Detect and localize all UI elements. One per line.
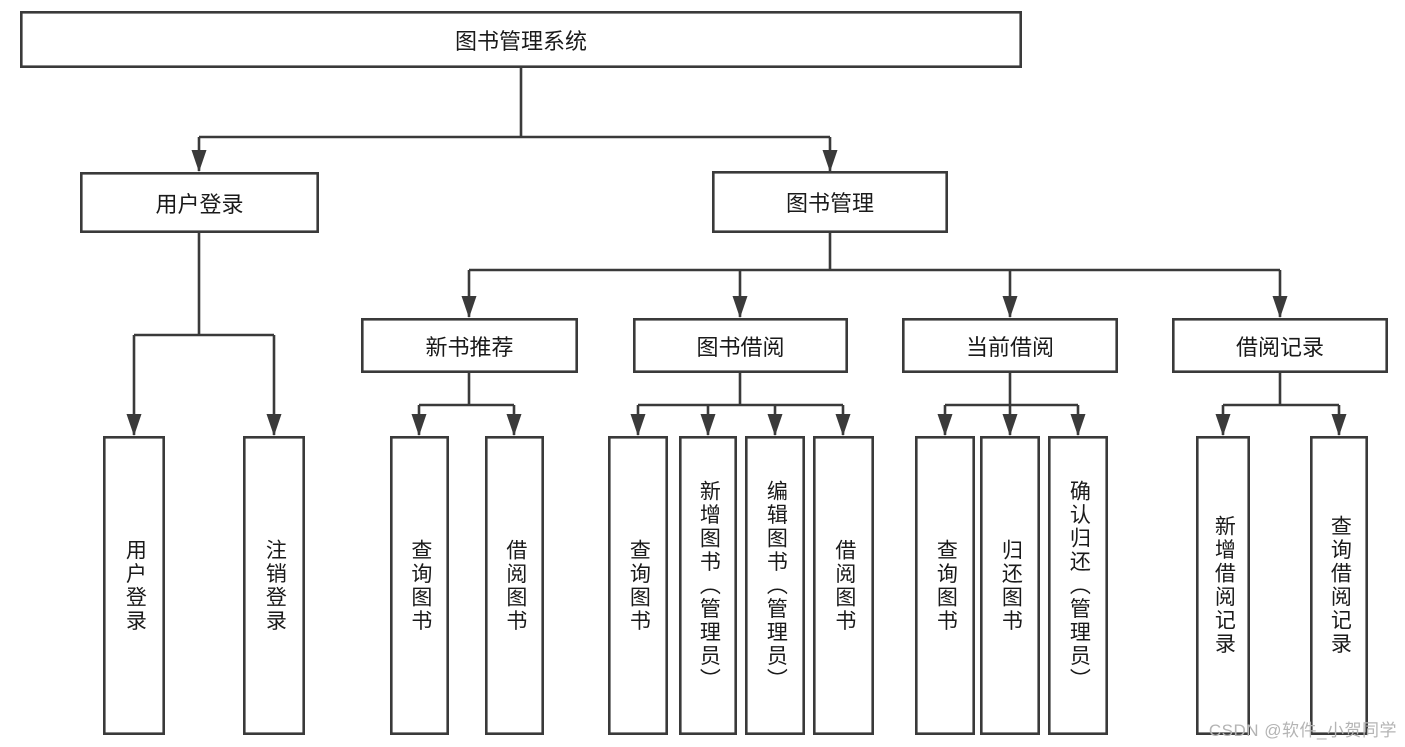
arrow-down-icon	[630, 414, 646, 436]
arrow-down-icon	[1002, 414, 1018, 436]
node-box-leaf-return-book[interactable]	[979, 435, 1040, 735]
node-box-new-book-rec[interactable]	[360, 317, 578, 373]
arrow-down-icon	[1331, 414, 1347, 436]
node-box-leaf-user-logout[interactable]	[243, 435, 306, 735]
node-box-leaf-query-book-3[interactable]	[914, 435, 975, 735]
arrow-down-icon	[1070, 414, 1086, 436]
arrow-down-icon	[506, 414, 522, 436]
arrow-down-icon	[126, 414, 142, 436]
node-box-leaf-add-book[interactable]	[678, 435, 737, 735]
connector-layer	[126, 68, 1347, 436]
node-box-leaf-query-record[interactable]	[1310, 435, 1369, 735]
node-box-leaf-confirm-return[interactable]	[1048, 435, 1109, 735]
arrow-down-icon	[191, 150, 207, 172]
arrow-down-icon	[1272, 296, 1288, 318]
node-box-user-login[interactable]	[80, 172, 319, 234]
node-box-current-borrow[interactable]	[901, 317, 1118, 373]
node-layer	[19, 11, 1389, 735]
arrow-down-icon	[266, 414, 282, 436]
arrow-down-icon	[822, 150, 838, 172]
arrow-down-icon	[461, 296, 477, 318]
edge-group-book-borrow-children	[630, 373, 851, 436]
watermark-text: CSDN @软件_小贺同学	[1208, 721, 1397, 740]
arrow-down-icon	[937, 414, 953, 436]
arrow-down-icon	[411, 414, 427, 436]
node-box-book-borrow[interactable]	[632, 317, 848, 373]
node-box-leaf-borrow-book-2[interactable]	[812, 435, 874, 735]
edge-group-borrow-record-children	[1215, 373, 1347, 436]
node-box-leaf-query-book-2[interactable]	[607, 435, 668, 735]
node-box-root[interactable]	[19, 11, 1023, 69]
arrow-down-icon	[1002, 296, 1018, 318]
arrow-down-icon	[732, 296, 748, 318]
node-box-leaf-query-book-1[interactable]	[389, 435, 449, 735]
node-box-leaf-user-login[interactable]	[103, 435, 166, 735]
arrow-down-icon	[767, 414, 783, 436]
edge-group-new-book-rec-children	[411, 373, 522, 436]
edge-group-user-login-children	[126, 233, 282, 436]
arrow-down-icon	[1215, 414, 1231, 436]
arrow-down-icon	[700, 414, 716, 436]
arrow-down-icon	[835, 414, 851, 436]
node-box-leaf-add-record[interactable]	[1196, 435, 1251, 735]
edge-group-root-children	[191, 68, 838, 172]
edge-group-current-borrow-children	[937, 373, 1086, 436]
node-box-leaf-borrow-book-1[interactable]	[484, 435, 544, 735]
edge-group-book-manage-children	[461, 233, 1288, 318]
node-box-book-manage[interactable]	[711, 171, 948, 234]
node-box-borrow-record[interactable]	[1172, 317, 1389, 373]
node-box-leaf-edit-book[interactable]	[744, 435, 805, 735]
